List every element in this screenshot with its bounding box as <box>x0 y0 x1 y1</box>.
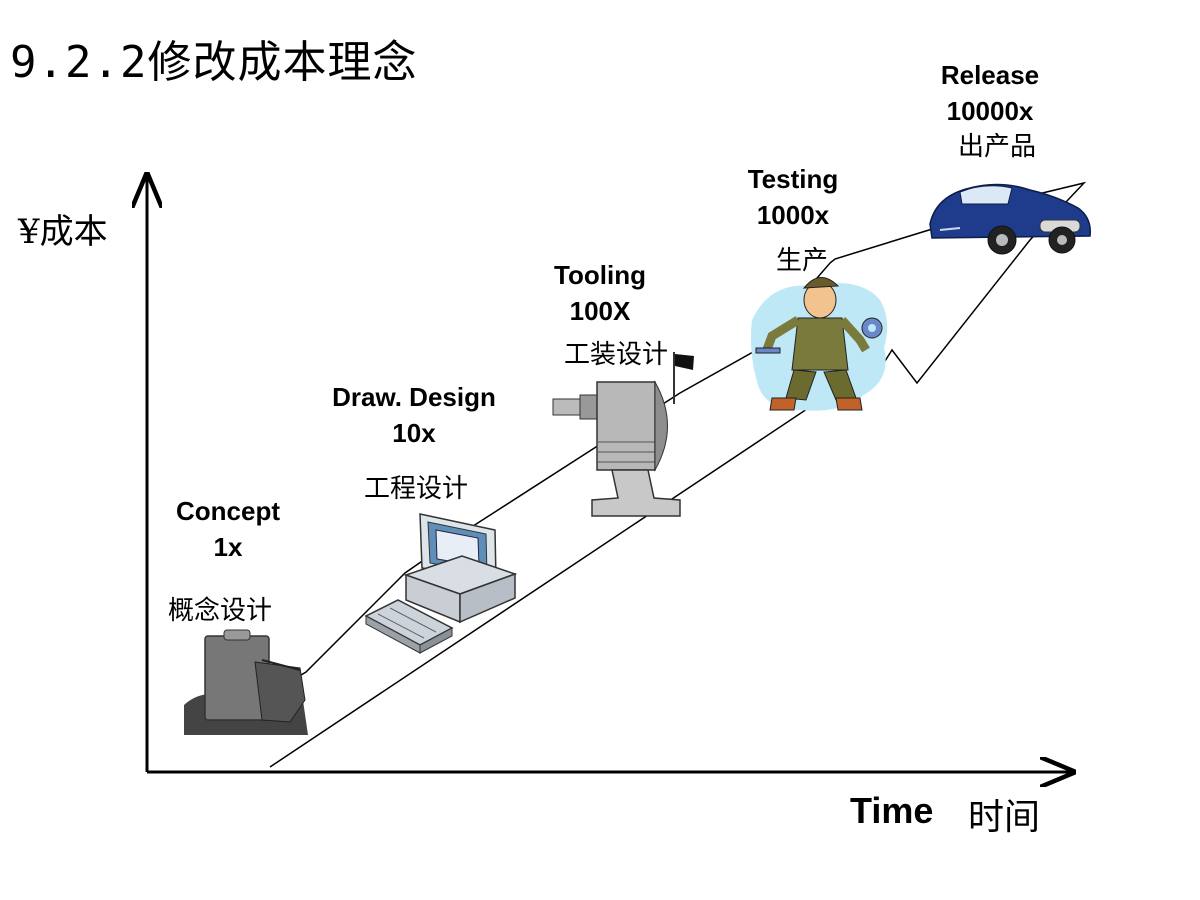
stage-tooling-cn: 工装设计 <box>563 340 668 370</box>
x-axis-label-en: Time <box>850 790 934 831</box>
stage-design-multiplier: 10x <box>392 418 436 448</box>
stage-design-cn: 工程设计 <box>363 474 468 504</box>
stage-concept-multiplier: 1x <box>213 532 243 562</box>
stage-concept-cn: 概念设计 <box>167 596 272 626</box>
worker-icon <box>750 277 888 411</box>
car-icon <box>929 183 1091 255</box>
stage-release-multiplier: 10000x <box>946 96 1034 126</box>
stage-tooling-multiplier: 100X <box>569 296 631 326</box>
stage-design-name: Draw. Design <box>332 382 496 412</box>
stage-tooling-name: Tooling <box>554 260 646 290</box>
machine-icon <box>552 352 694 517</box>
stage-testing-multiplier: 1000x <box>756 200 830 230</box>
clipboard-icon <box>184 629 308 735</box>
y-axis-label: ¥成本 <box>18 212 108 252</box>
stage-release-name: Release <box>940 60 1040 90</box>
slide-title: 9.2.2修改成本理念 <box>10 37 418 88</box>
x-axis-label-zh: 时间 <box>968 797 1041 838</box>
stage-testing-cn: 生产 <box>775 246 828 276</box>
computer-icon <box>364 513 518 654</box>
stage-release-cn: 出产品 <box>957 132 1036 162</box>
stage-concept-name: Concept <box>176 496 280 526</box>
stage-testing-name: Testing <box>747 164 839 194</box>
